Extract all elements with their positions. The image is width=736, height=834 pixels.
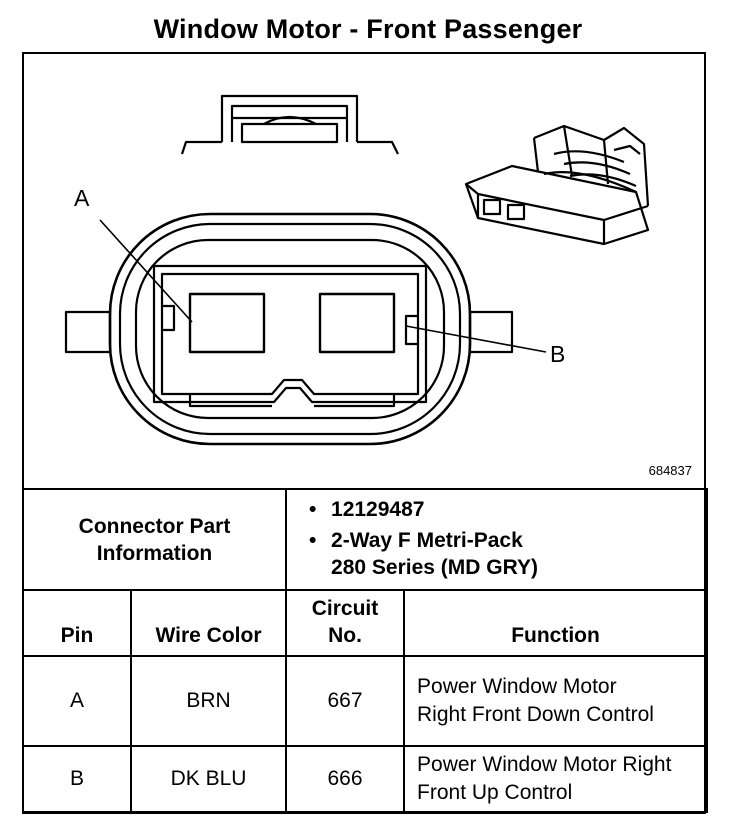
pin-cell: B <box>22 745 132 813</box>
page-title: Window Motor - Front Passenger <box>153 14 583 44</box>
header-function: Function <box>403 589 709 657</box>
table-row: B DK BLU 666 Power Window Motor Right Fr… <box>22 745 709 813</box>
header-circuit-no: Circuit No. <box>285 589 406 657</box>
figure-number: 684837 <box>648 463 692 478</box>
table-header-row: Pin Wire Color Circuit No. Function <box>22 589 709 657</box>
header-pin: Pin <box>22 589 132 657</box>
circuit-cell: 666 <box>285 745 406 813</box>
function-cell: Power Window Motor Right Front Down Cont… <box>403 655 709 747</box>
connector-info-list: 12129487 2-Way F Metri-Pack 280 Series (… <box>309 496 706 581</box>
callout-b-label: B <box>550 341 565 367</box>
connector-face-diagram: A B <box>64 94 650 446</box>
connector-frame: A B 684837 Connector Part Information 12… <box>21 52 709 814</box>
circuit-cell: 667 <box>285 655 406 747</box>
function-cell: Power Window Motor Right Front Up Contro… <box>403 745 709 813</box>
connector-info-item: 12129487 <box>309 496 706 523</box>
connector-info-list-cell: 12129487 2-Way F Metri-Pack 280 Series (… <box>285 488 709 591</box>
wire-color-cell: DK BLU <box>129 745 288 813</box>
table-row: A BRN 667 Power Window Motor Right Front… <box>22 655 709 747</box>
connector-info-row: Connector Part Information 12129487 2-Wa… <box>21 488 709 591</box>
connector-info-item: 2-Way F Metri-Pack 280 Series (MD GRY) <box>309 527 561 581</box>
connector-info-label: Connector Part Information <box>21 488 288 591</box>
callout-a-label: A <box>74 185 90 211</box>
header-wire-color: Wire Color <box>129 589 288 657</box>
pinout-table: Connector Part Information 12129487 2-Wa… <box>21 488 709 813</box>
wire-color-cell: BRN <box>129 655 288 747</box>
pin-cell: A <box>22 655 132 747</box>
